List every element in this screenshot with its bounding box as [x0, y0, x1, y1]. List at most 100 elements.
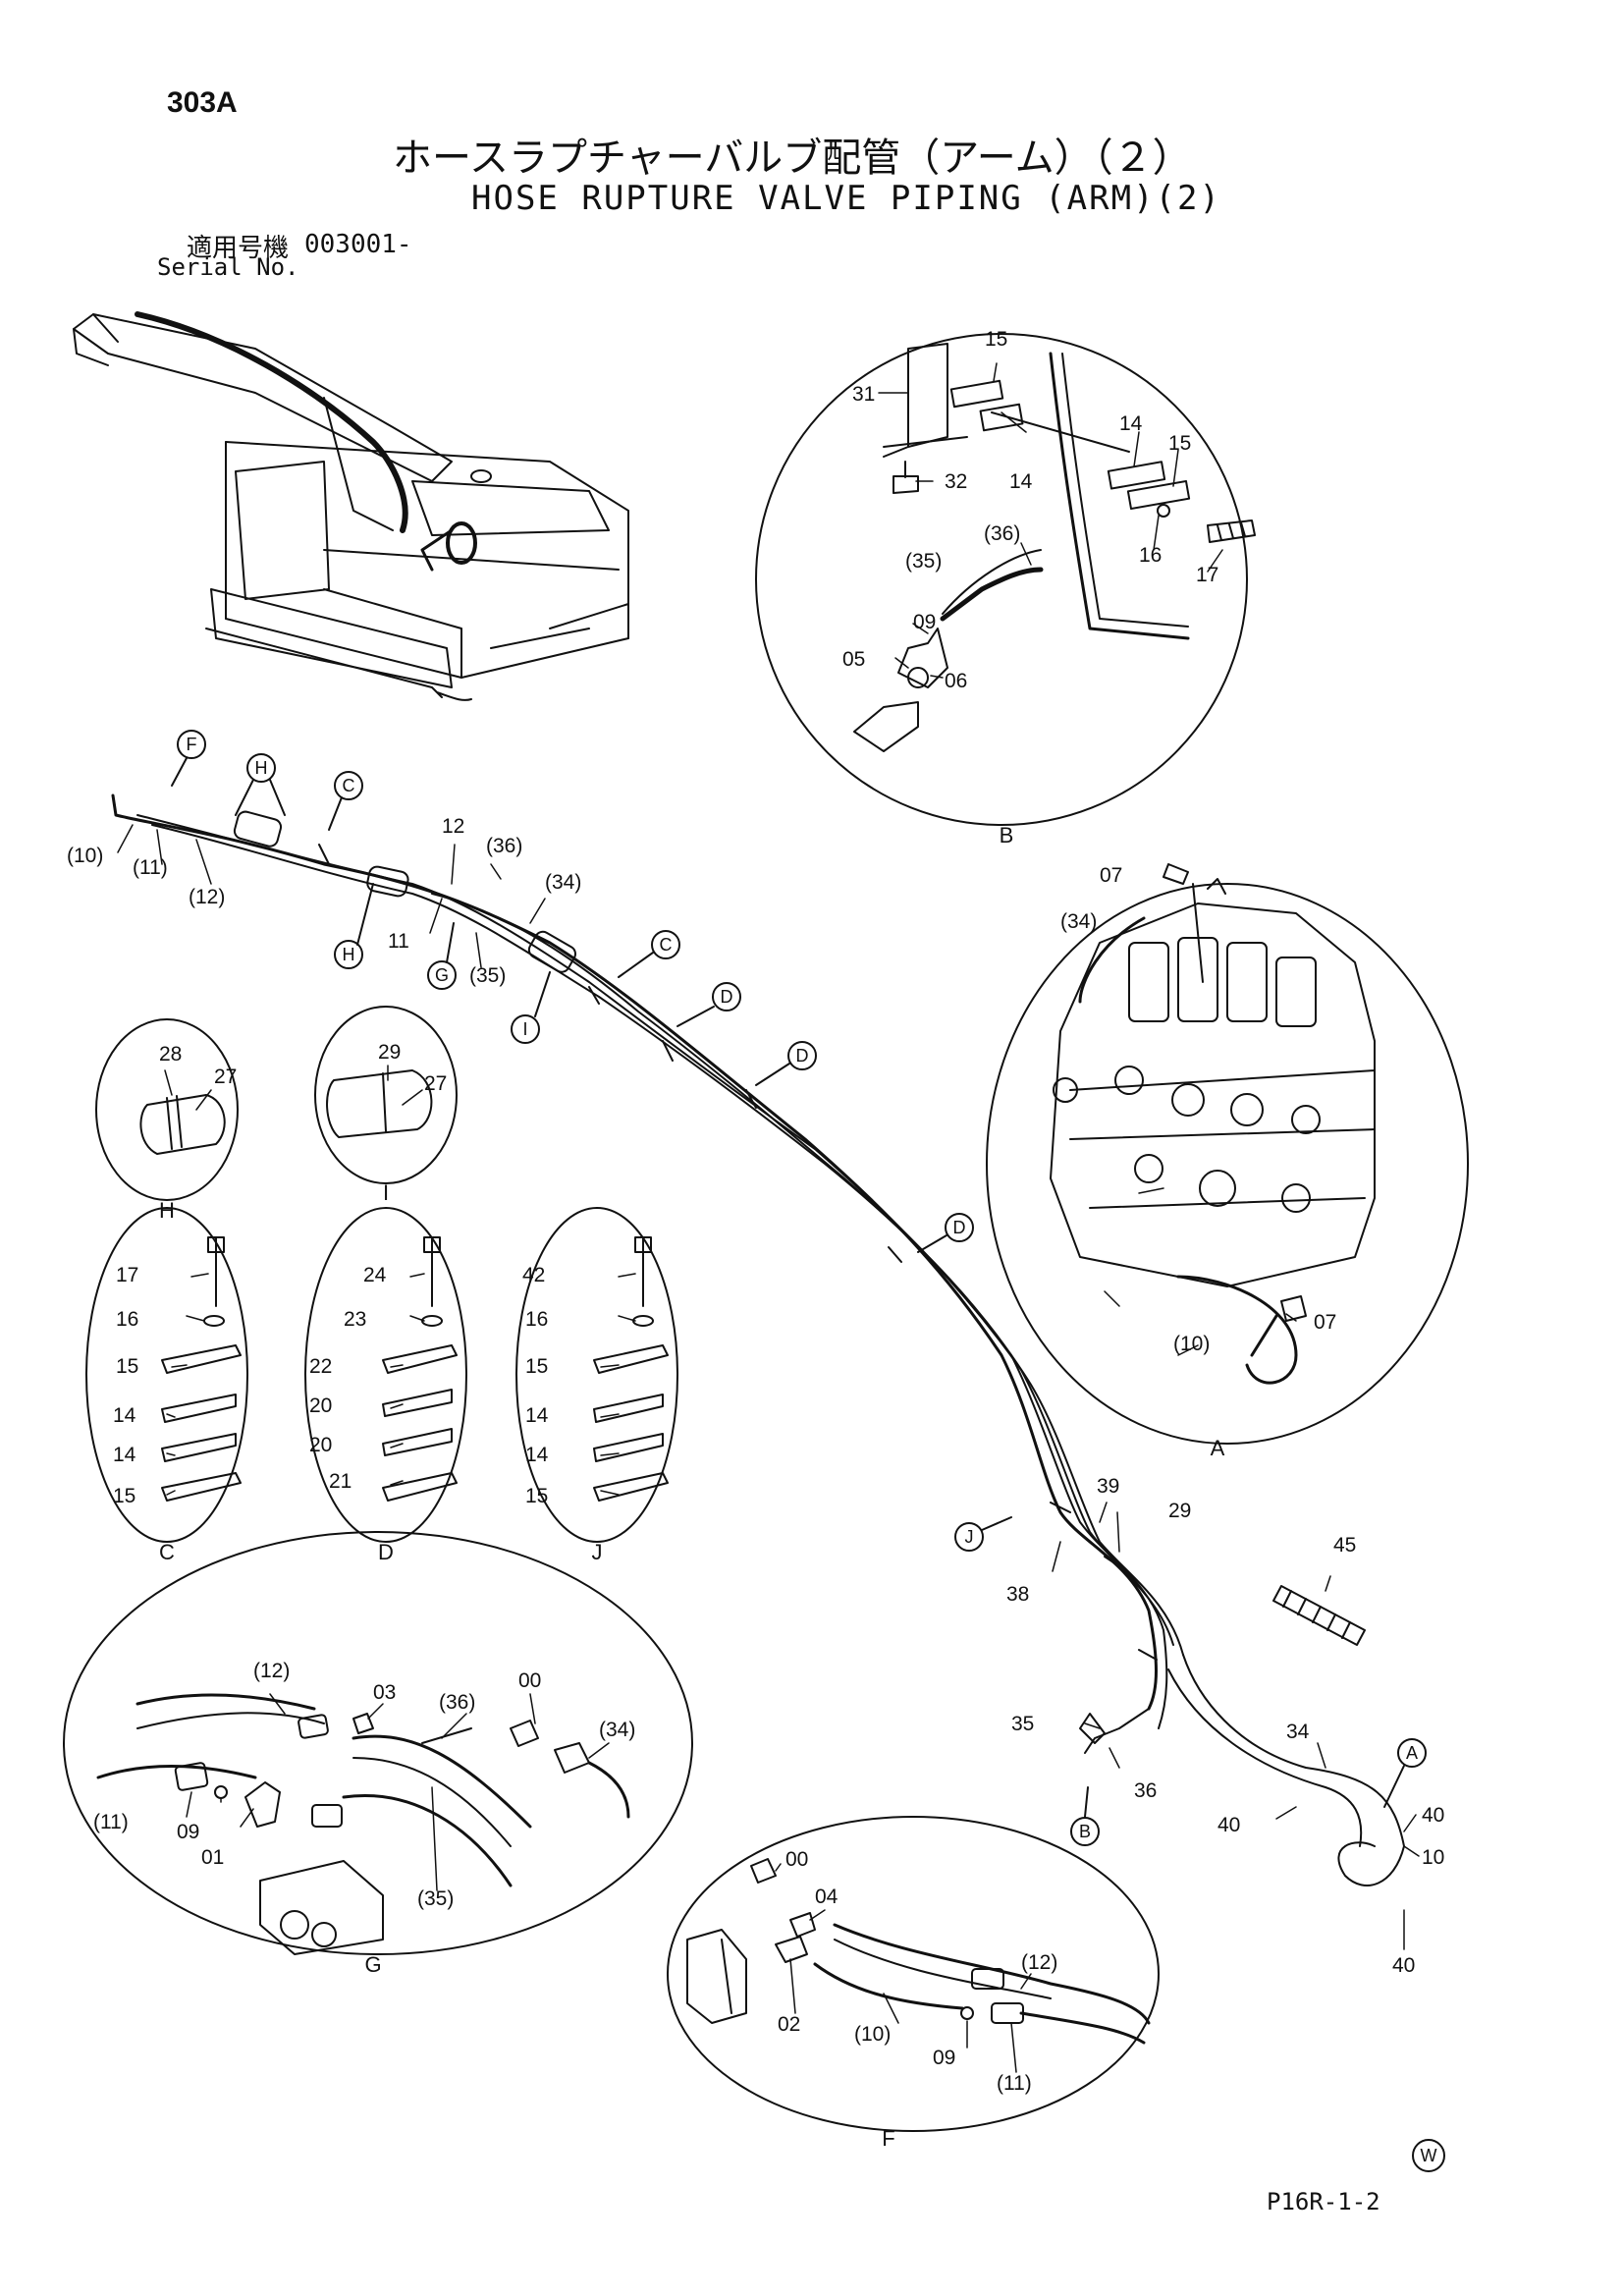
- detail-f-view: [667, 1816, 1160, 2132]
- callout-b-15a: 15: [985, 328, 1007, 351]
- callout-g-01: 01: [201, 1846, 224, 1869]
- detail-label-f: F: [882, 2126, 894, 2151]
- callout-f-10: (10): [854, 2023, 891, 2046]
- callout-a-07b: 07: [1314, 1311, 1336, 1334]
- callout-c-15b: 15: [113, 1485, 135, 1507]
- callout-d-20b: 20: [309, 1434, 332, 1456]
- page-title-japanese: ホースラプチャーバルブ配管（アーム）（２）: [393, 136, 1192, 181]
- callout-c-16: 16: [116, 1308, 138, 1331]
- marker-g: G: [435, 965, 449, 985]
- callout-main-40c: 40: [1392, 1954, 1415, 1977]
- spiral-guard-part: [1272, 1585, 1366, 1646]
- callout-h-28: 28: [159, 1043, 182, 1066]
- marker-d-2: D: [796, 1046, 809, 1066]
- callout-b-32: 32: [945, 470, 967, 493]
- callout-c-17: 17: [116, 1264, 138, 1286]
- detail-markers: [171, 730, 1427, 1846]
- callout-a-07a: 07: [1100, 864, 1122, 887]
- callout-main-11: (11): [133, 856, 168, 879]
- detail-label-a: A: [1211, 1436, 1225, 1460]
- callout-b-15b: 15: [1168, 432, 1191, 455]
- callout-j-14a: 14: [525, 1404, 549, 1427]
- page-number: 303A: [167, 86, 238, 119]
- callout-d-22: 22: [309, 1355, 332, 1378]
- detail-a-view: [986, 863, 1469, 1445]
- callout-main-12b: 12: [442, 815, 464, 838]
- detail-g-view: [63, 1531, 693, 1955]
- marker-i: I: [522, 1019, 527, 1039]
- detail-labels: B A H I C D J G F: [159, 823, 1225, 2151]
- callout-b-16: 16: [1139, 544, 1162, 567]
- callout-h-27: 27: [214, 1066, 237, 1088]
- callout-b-14b: 14: [1009, 470, 1033, 493]
- callout-b-06: 06: [945, 670, 967, 692]
- detail-b-view: [755, 333, 1256, 826]
- page-code: P16R-1-2: [1267, 2188, 1380, 2215]
- callout-b-14a: 14: [1119, 412, 1143, 435]
- callout-c-14b: 14: [113, 1444, 136, 1466]
- callout-g-09: 09: [177, 1821, 199, 1843]
- callout-main-34: (34): [545, 871, 581, 894]
- callout-main-39: 39: [1097, 1475, 1119, 1498]
- callout-d-20a: 20: [309, 1394, 332, 1417]
- callout-g-34: (34): [599, 1719, 635, 1741]
- callout-main-12: (12): [189, 886, 225, 908]
- callout-j-16: 16: [525, 1308, 548, 1331]
- callout-main-10b: 10: [1422, 1846, 1444, 1869]
- marker-c-top: C: [343, 776, 355, 795]
- detail-label-j: J: [592, 1540, 603, 1564]
- detail-j-view: [515, 1207, 678, 1543]
- callout-main-40b: 40: [1422, 1804, 1444, 1827]
- callout-j-15b: 15: [525, 1485, 548, 1507]
- detail-label-h: H: [159, 1198, 175, 1223]
- marker-d-1: D: [721, 987, 733, 1007]
- detail-i-view: [314, 1006, 458, 1184]
- callout-main-36b: 36: [1134, 1779, 1157, 1802]
- callout-j-42: 42: [522, 1264, 545, 1286]
- callout-main-35b: 35: [1011, 1713, 1034, 1735]
- callout-main-34b: 34: [1286, 1721, 1310, 1743]
- leader-lines: [117, 362, 1420, 2073]
- callout-b-35: (35): [905, 550, 942, 573]
- callout-j-14b: 14: [525, 1444, 549, 1466]
- callout-main-40a: 40: [1217, 1814, 1240, 1836]
- callout-d-21: 21: [329, 1470, 352, 1493]
- callout-main-11b: 11: [388, 930, 409, 953]
- detail-label-d: D: [378, 1540, 394, 1564]
- callout-b-31: 31: [852, 383, 875, 406]
- callout-a-10: (10): [1173, 1333, 1210, 1355]
- serial-label-english: Serial No.: [157, 253, 299, 281]
- callout-j-15a: 15: [525, 1355, 548, 1378]
- page-title-english: HOSE RUPTURE VALVE PIPING (ARM)(2): [471, 179, 1221, 218]
- detail-label-g: G: [364, 1952, 381, 1977]
- callout-g-03: 03: [373, 1681, 396, 1704]
- callout-g-36: (36): [439, 1691, 475, 1714]
- detail-marker-letters: F H C H G I C D D D J B A: [187, 735, 1419, 1841]
- main-hose-route: [111, 793, 1405, 1886]
- marker-b: B: [1079, 1822, 1091, 1841]
- excavator-illustration: [73, 311, 629, 701]
- callout-f-02: 02: [778, 2013, 800, 2036]
- callout-f-11: (11): [997, 2072, 1032, 2095]
- callout-b-09: 09: [913, 611, 936, 633]
- detail-d-view: [304, 1207, 467, 1543]
- callout-f-12: (12): [1021, 1951, 1057, 1974]
- callout-d-23: 23: [344, 1308, 366, 1331]
- callout-f-00: 00: [785, 1848, 808, 1871]
- marker-c-mid: C: [660, 935, 673, 955]
- detail-label-c: C: [159, 1540, 175, 1564]
- callout-d-24: 24: [363, 1264, 387, 1286]
- marker-j: J: [965, 1527, 974, 1547]
- callout-main-35: (35): [469, 964, 506, 987]
- callout-c-14a: 14: [113, 1404, 136, 1427]
- callout-b-36: (36): [984, 522, 1020, 545]
- serial-value: 003001-: [304, 230, 412, 259]
- marker-h-mid: H: [343, 945, 355, 964]
- callout-i-27: 27: [424, 1072, 447, 1095]
- callout-main-38: 38: [1006, 1583, 1029, 1606]
- callout-g-35: (35): [417, 1887, 454, 1910]
- callout-i-29: 29: [378, 1041, 401, 1064]
- detail-label-b: B: [1000, 823, 1014, 847]
- callout-g-11: (11): [93, 1811, 129, 1833]
